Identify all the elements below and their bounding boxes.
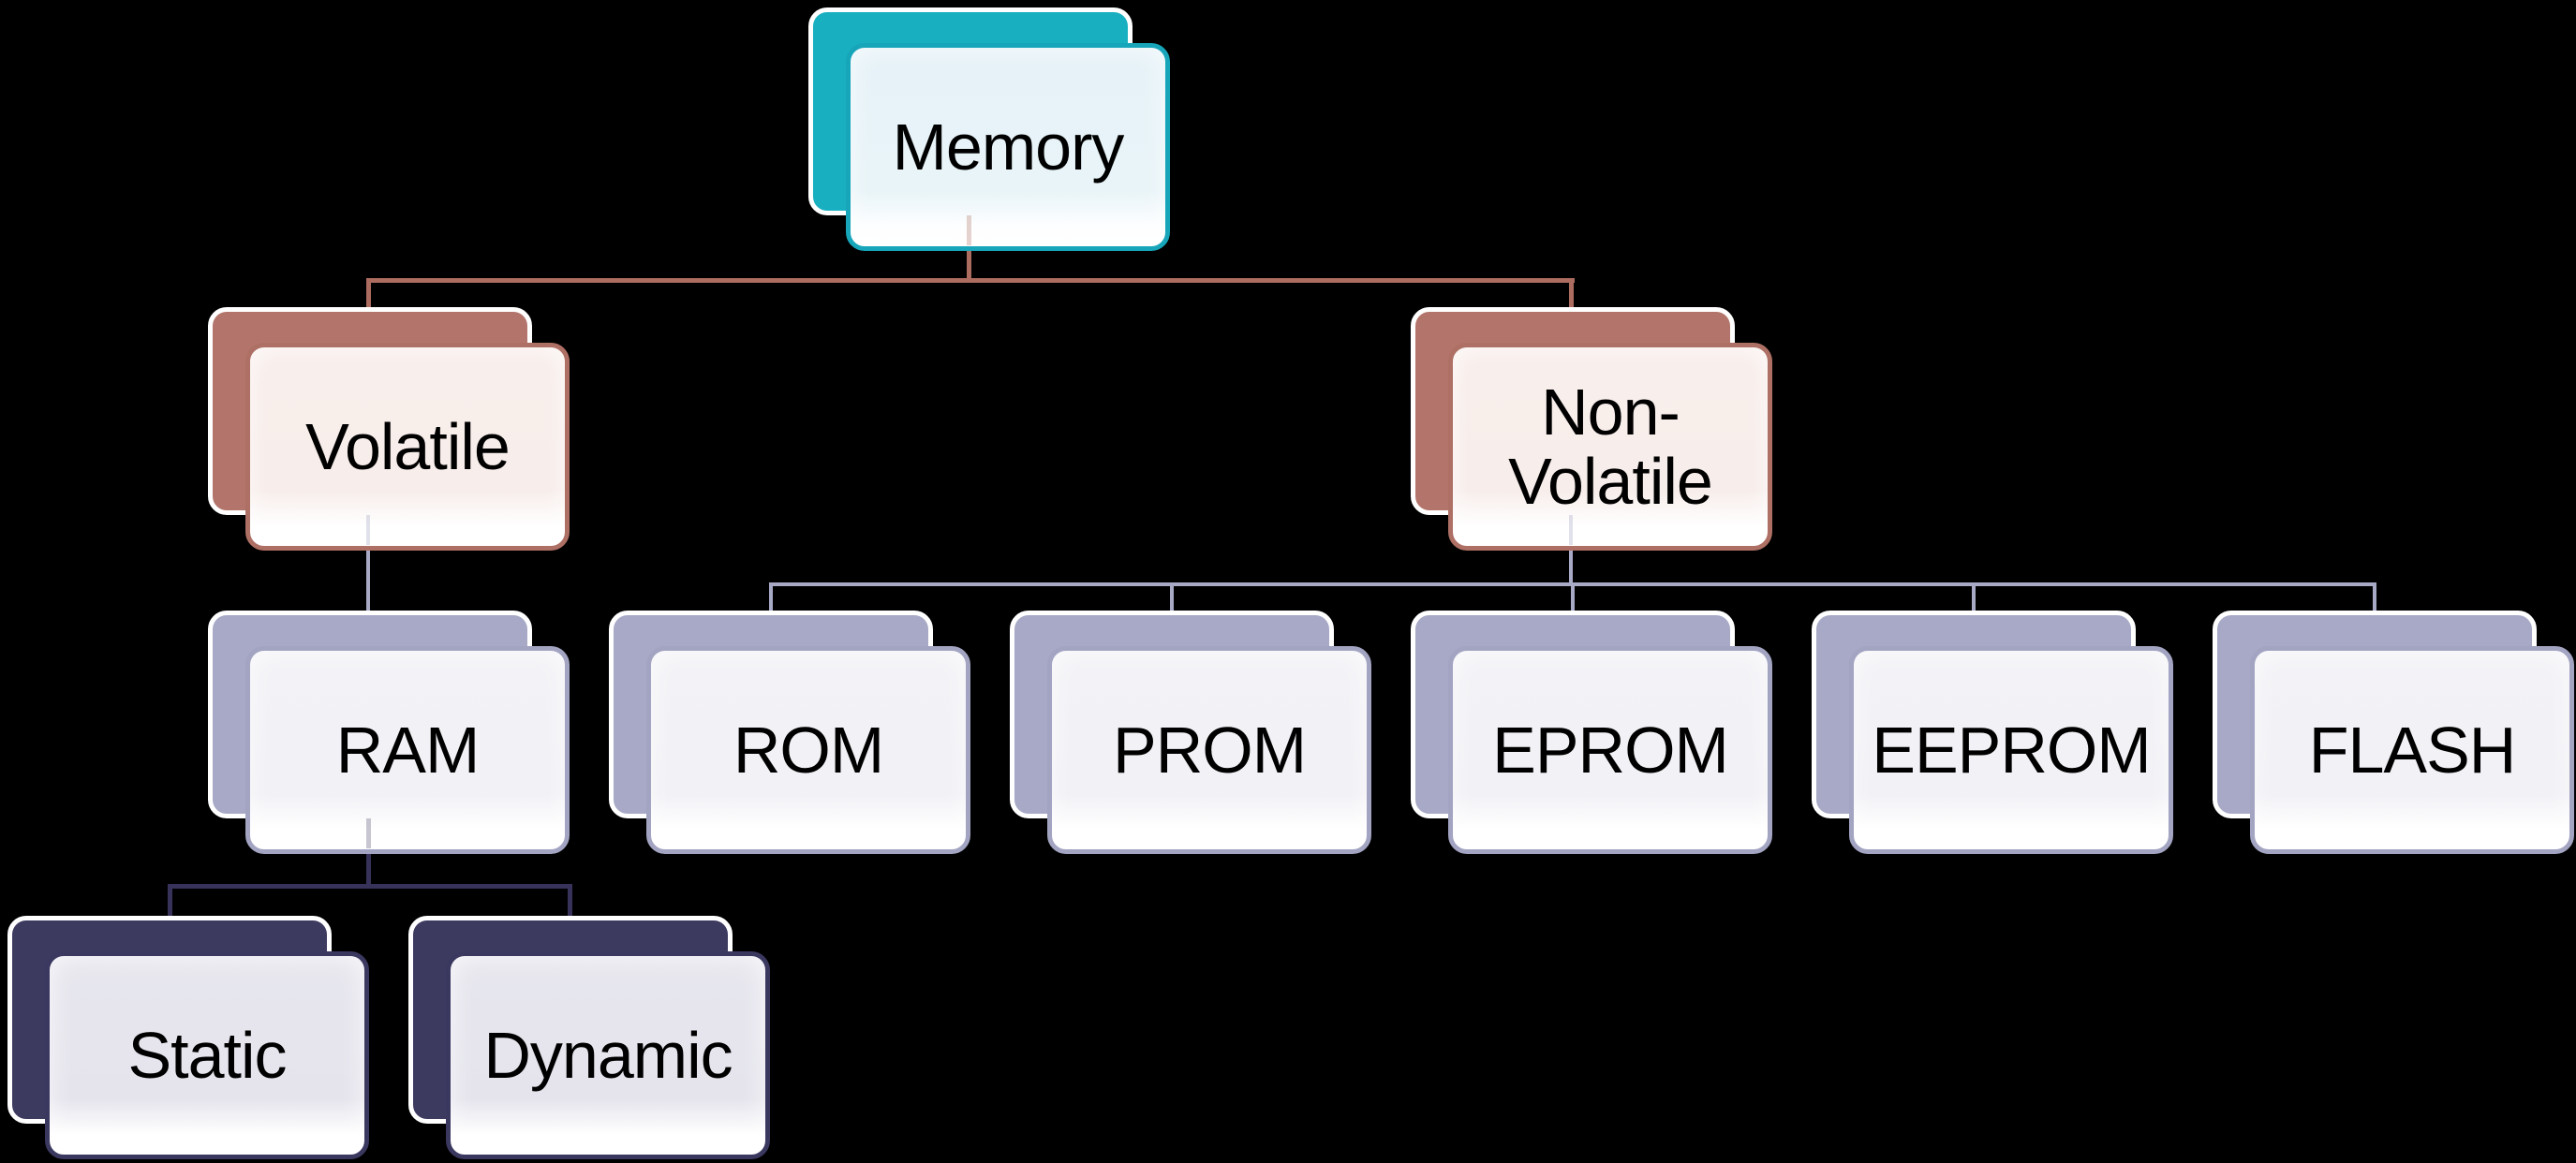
node-dynamic: Dynamic	[408, 916, 770, 1159]
node-non-volatile: Non- Volatile	[1411, 307, 1772, 551]
node-volatile: Volatile	[208, 307, 570, 551]
node-ram-label: RAM	[335, 713, 481, 787]
node-volatile-label: Volatile	[305, 409, 511, 483]
node-prom: PROM	[1010, 611, 1371, 854]
edge-volatile-stem-showthrough	[366, 515, 370, 545]
node-eprom-front-shape: EPROM	[1448, 646, 1772, 854]
edge-memory-stem-showthrough	[967, 215, 971, 245]
node-dynamic-label: Dynamic	[483, 1018, 733, 1092]
node-flash-label: FLASH	[2308, 713, 2517, 787]
edge-drop-non-volatile	[1569, 281, 1574, 318]
edge-drop-flash	[2373, 585, 2376, 618]
edge-ram-stem-showthrough	[366, 818, 371, 848]
node-prom-label: PROM	[1113, 713, 1307, 787]
edge-drop-static	[168, 888, 172, 922]
node-memory: Memory	[808, 7, 1170, 251]
edge-volatile-to-ram	[366, 515, 370, 618]
node-flash: FLASH	[2213, 611, 2574, 854]
node-prom-front-shape: PROM	[1047, 646, 1371, 854]
node-memory-front-shape: Memory	[846, 43, 1170, 251]
node-non-volatile-front-shape: Non- Volatile	[1448, 343, 1772, 551]
node-rom: ROM	[609, 611, 970, 854]
node-rom-label: ROM	[733, 713, 884, 787]
node-eprom-label: EPROM	[1492, 713, 1729, 787]
node-dynamic-front-shape: Dynamic	[446, 951, 770, 1159]
node-static: Static	[7, 916, 369, 1159]
edge-drop-rom	[769, 585, 773, 618]
node-ram-front-shape: RAM	[245, 646, 570, 854]
edge-non-volatile-bus	[769, 582, 2376, 586]
node-non-volatile-label: Non- Volatile	[1508, 375, 1713, 518]
node-static-label: Static	[127, 1018, 287, 1092]
edge-non-volatile-stem-showthrough	[1569, 515, 1573, 545]
edge-drop-eprom	[1571, 585, 1575, 618]
edge-drop-dynamic	[568, 888, 572, 922]
node-eprom: EPROM	[1411, 611, 1772, 854]
node-memory-label: Memory	[892, 110, 1125, 184]
node-ram: RAM	[208, 611, 570, 854]
node-volatile-front-shape: Volatile	[245, 343, 570, 551]
node-eeprom-front-shape: EEPROM	[1849, 646, 2173, 854]
node-flash-front-shape: FLASH	[2250, 646, 2574, 854]
edge-ram-bus	[168, 884, 572, 889]
node-eeprom-label: EEPROM	[1872, 713, 2151, 787]
node-eeprom: EEPROM	[1812, 611, 2173, 854]
node-rom-front-shape: ROM	[646, 646, 970, 854]
edge-memory-bus	[366, 278, 1575, 283]
edge-drop-prom	[1170, 585, 1174, 618]
edge-non-volatile-stem	[1569, 515, 1573, 586]
edge-drop-eeprom	[1972, 585, 1976, 618]
edge-drop-volatile	[366, 281, 371, 318]
node-static-front-shape: Static	[45, 951, 369, 1159]
